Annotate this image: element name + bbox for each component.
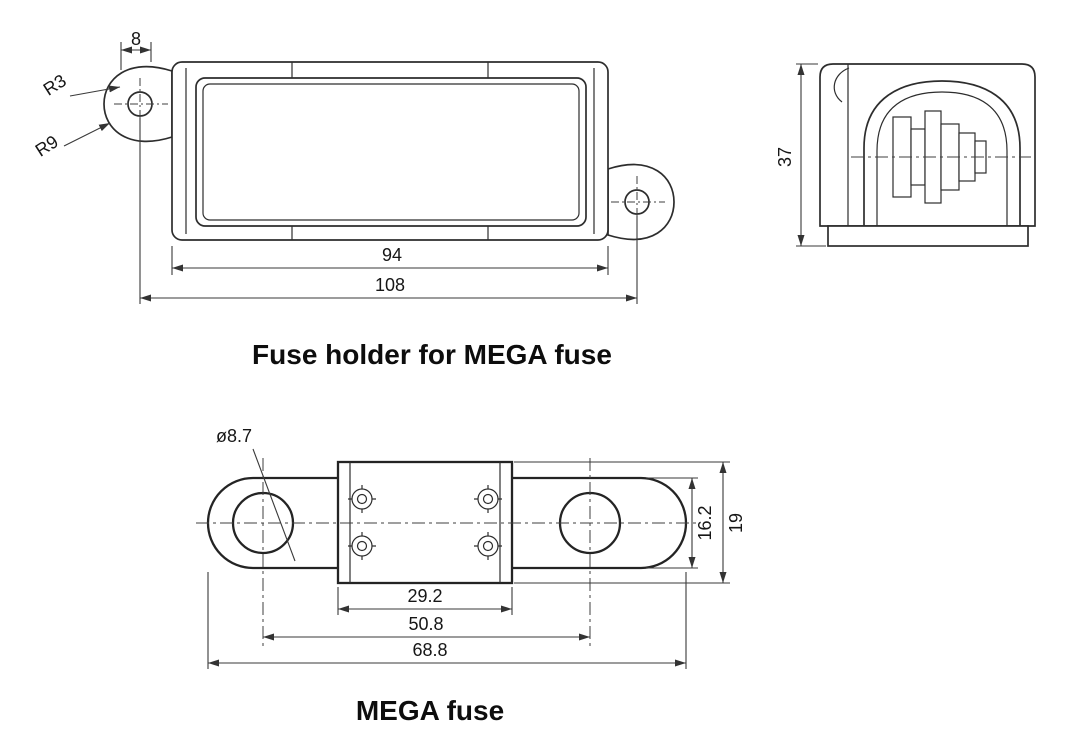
holder-lid-outline xyxy=(195,77,587,227)
screw-bottom-right xyxy=(474,532,502,560)
dim-label-body-length: 94 xyxy=(382,245,402,265)
dim-label-r3: R3 xyxy=(40,70,70,99)
dim-label-hole-spacing: 50.8 xyxy=(408,614,443,634)
dim-label-hole-spacing: 108 xyxy=(375,275,405,295)
leader-line-r9 xyxy=(63,122,111,147)
dim-label-height: 37 xyxy=(775,147,795,167)
side-clip-curve xyxy=(833,67,850,103)
fuse-holder-side-view: 37 xyxy=(775,63,1036,247)
screw-top-right xyxy=(474,485,502,513)
side-dome-inner xyxy=(876,91,1008,226)
screw-top-left xyxy=(348,485,376,513)
screw-bottom-left xyxy=(348,532,376,560)
leader-line-hole-diameter xyxy=(252,448,296,562)
fuse-holder-front-view: 8 R3 R9 94 108 xyxy=(32,29,675,304)
dim-label-r9: R9 xyxy=(32,131,62,160)
dim-label-terminal-width: 16.2 xyxy=(695,505,715,540)
leader-line-r3 xyxy=(69,85,121,97)
dim-label-tab-width: 8 xyxy=(131,29,141,49)
fuse-caption: MEGA fuse xyxy=(356,695,504,726)
dim-label-body-length: 29.2 xyxy=(407,586,442,606)
dim-label-hole-diameter: ø8.7 xyxy=(216,426,252,446)
side-dome-outer xyxy=(863,80,1021,226)
dim-label-body-width: 19 xyxy=(726,513,746,533)
dim-label-overall-length: 68.8 xyxy=(412,640,447,660)
side-base-plate xyxy=(827,225,1029,247)
holder-lid-inner-line xyxy=(202,83,580,221)
mega-fuse-view: ø8.7 16.2 19 29.2 50.8 68.8 xyxy=(196,426,746,669)
holder-caption: Fuse holder for MEGA fuse xyxy=(252,339,612,370)
